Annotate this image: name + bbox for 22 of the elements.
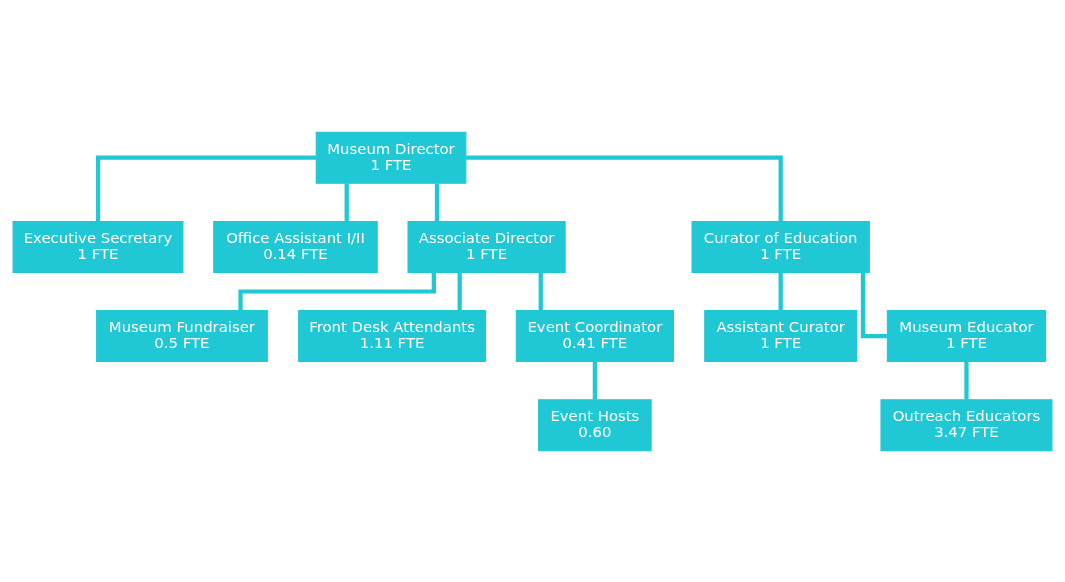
node-box: Event Hosts 0.60 xyxy=(538,398,652,451)
connector xyxy=(466,155,783,221)
node-box: Event Coordinator 0.41 FTE xyxy=(515,309,674,362)
node-box: Executive Secretary 1 FTE xyxy=(12,220,184,273)
node-box: Office Assistant I/II 0.14 FTE xyxy=(213,220,378,273)
connector xyxy=(238,272,436,310)
connector xyxy=(434,183,440,221)
node-box: Assistant Curator 1 FTE xyxy=(704,309,858,362)
node-box: Museum Fundraiser 0.5 FTE xyxy=(95,309,268,362)
connector xyxy=(457,272,462,310)
connector xyxy=(592,361,597,400)
node-box: Museum Director 1 FTE xyxy=(315,131,467,184)
node-box: Curator of Education 1 FTE xyxy=(691,220,870,273)
connector xyxy=(344,183,349,221)
connector xyxy=(964,361,969,400)
connector xyxy=(538,272,543,310)
node-box: Outreach Educators 3.47 FTE xyxy=(880,398,1053,451)
node-box: Front Desk Attendants 1.11 FTE xyxy=(298,309,487,362)
connector xyxy=(95,155,316,221)
node-box: Associate Director 1 FTE xyxy=(407,220,566,273)
node-box: Museum Educator 1 FTE xyxy=(886,309,1047,362)
connector xyxy=(778,272,783,310)
